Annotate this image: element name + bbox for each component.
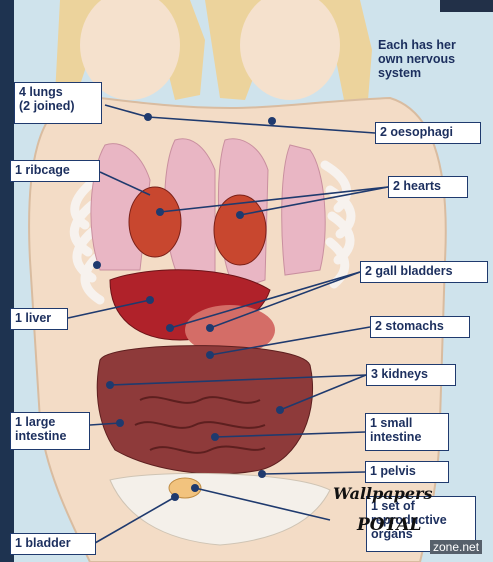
watermark-site: zone.net	[430, 540, 482, 554]
label-stomachs: 2 stomachs	[370, 316, 470, 338]
label-ribcage: 1 ribcage	[10, 160, 100, 182]
label-nervous-system: Each has her own nervous system	[378, 38, 482, 80]
heart-left-shape	[129, 187, 181, 257]
label-large-intestine: 1 large intestine	[10, 412, 90, 450]
dark-left-edge	[0, 0, 14, 562]
label-lungs: 4 lungs (2 joined)	[14, 82, 102, 124]
label-kidneys: 3 kidneys	[366, 364, 456, 386]
label-oesophagi: 2 oesophagi	[375, 122, 481, 144]
label-liver: 1 liver	[10, 308, 68, 330]
watermark-line1: Wallpapers	[333, 484, 432, 503]
label-gall-bladders: 2 gall bladders	[360, 261, 488, 283]
label-small-intestine: 1 small intestine	[365, 413, 449, 451]
watermark-line2: POTAL	[357, 515, 421, 535]
label-bladder: 1 bladder	[10, 533, 96, 555]
label-hearts: 2 hearts	[388, 176, 468, 198]
dark-top-right-corner	[440, 0, 493, 12]
label-pelvis: 1 pelvis	[365, 461, 449, 483]
